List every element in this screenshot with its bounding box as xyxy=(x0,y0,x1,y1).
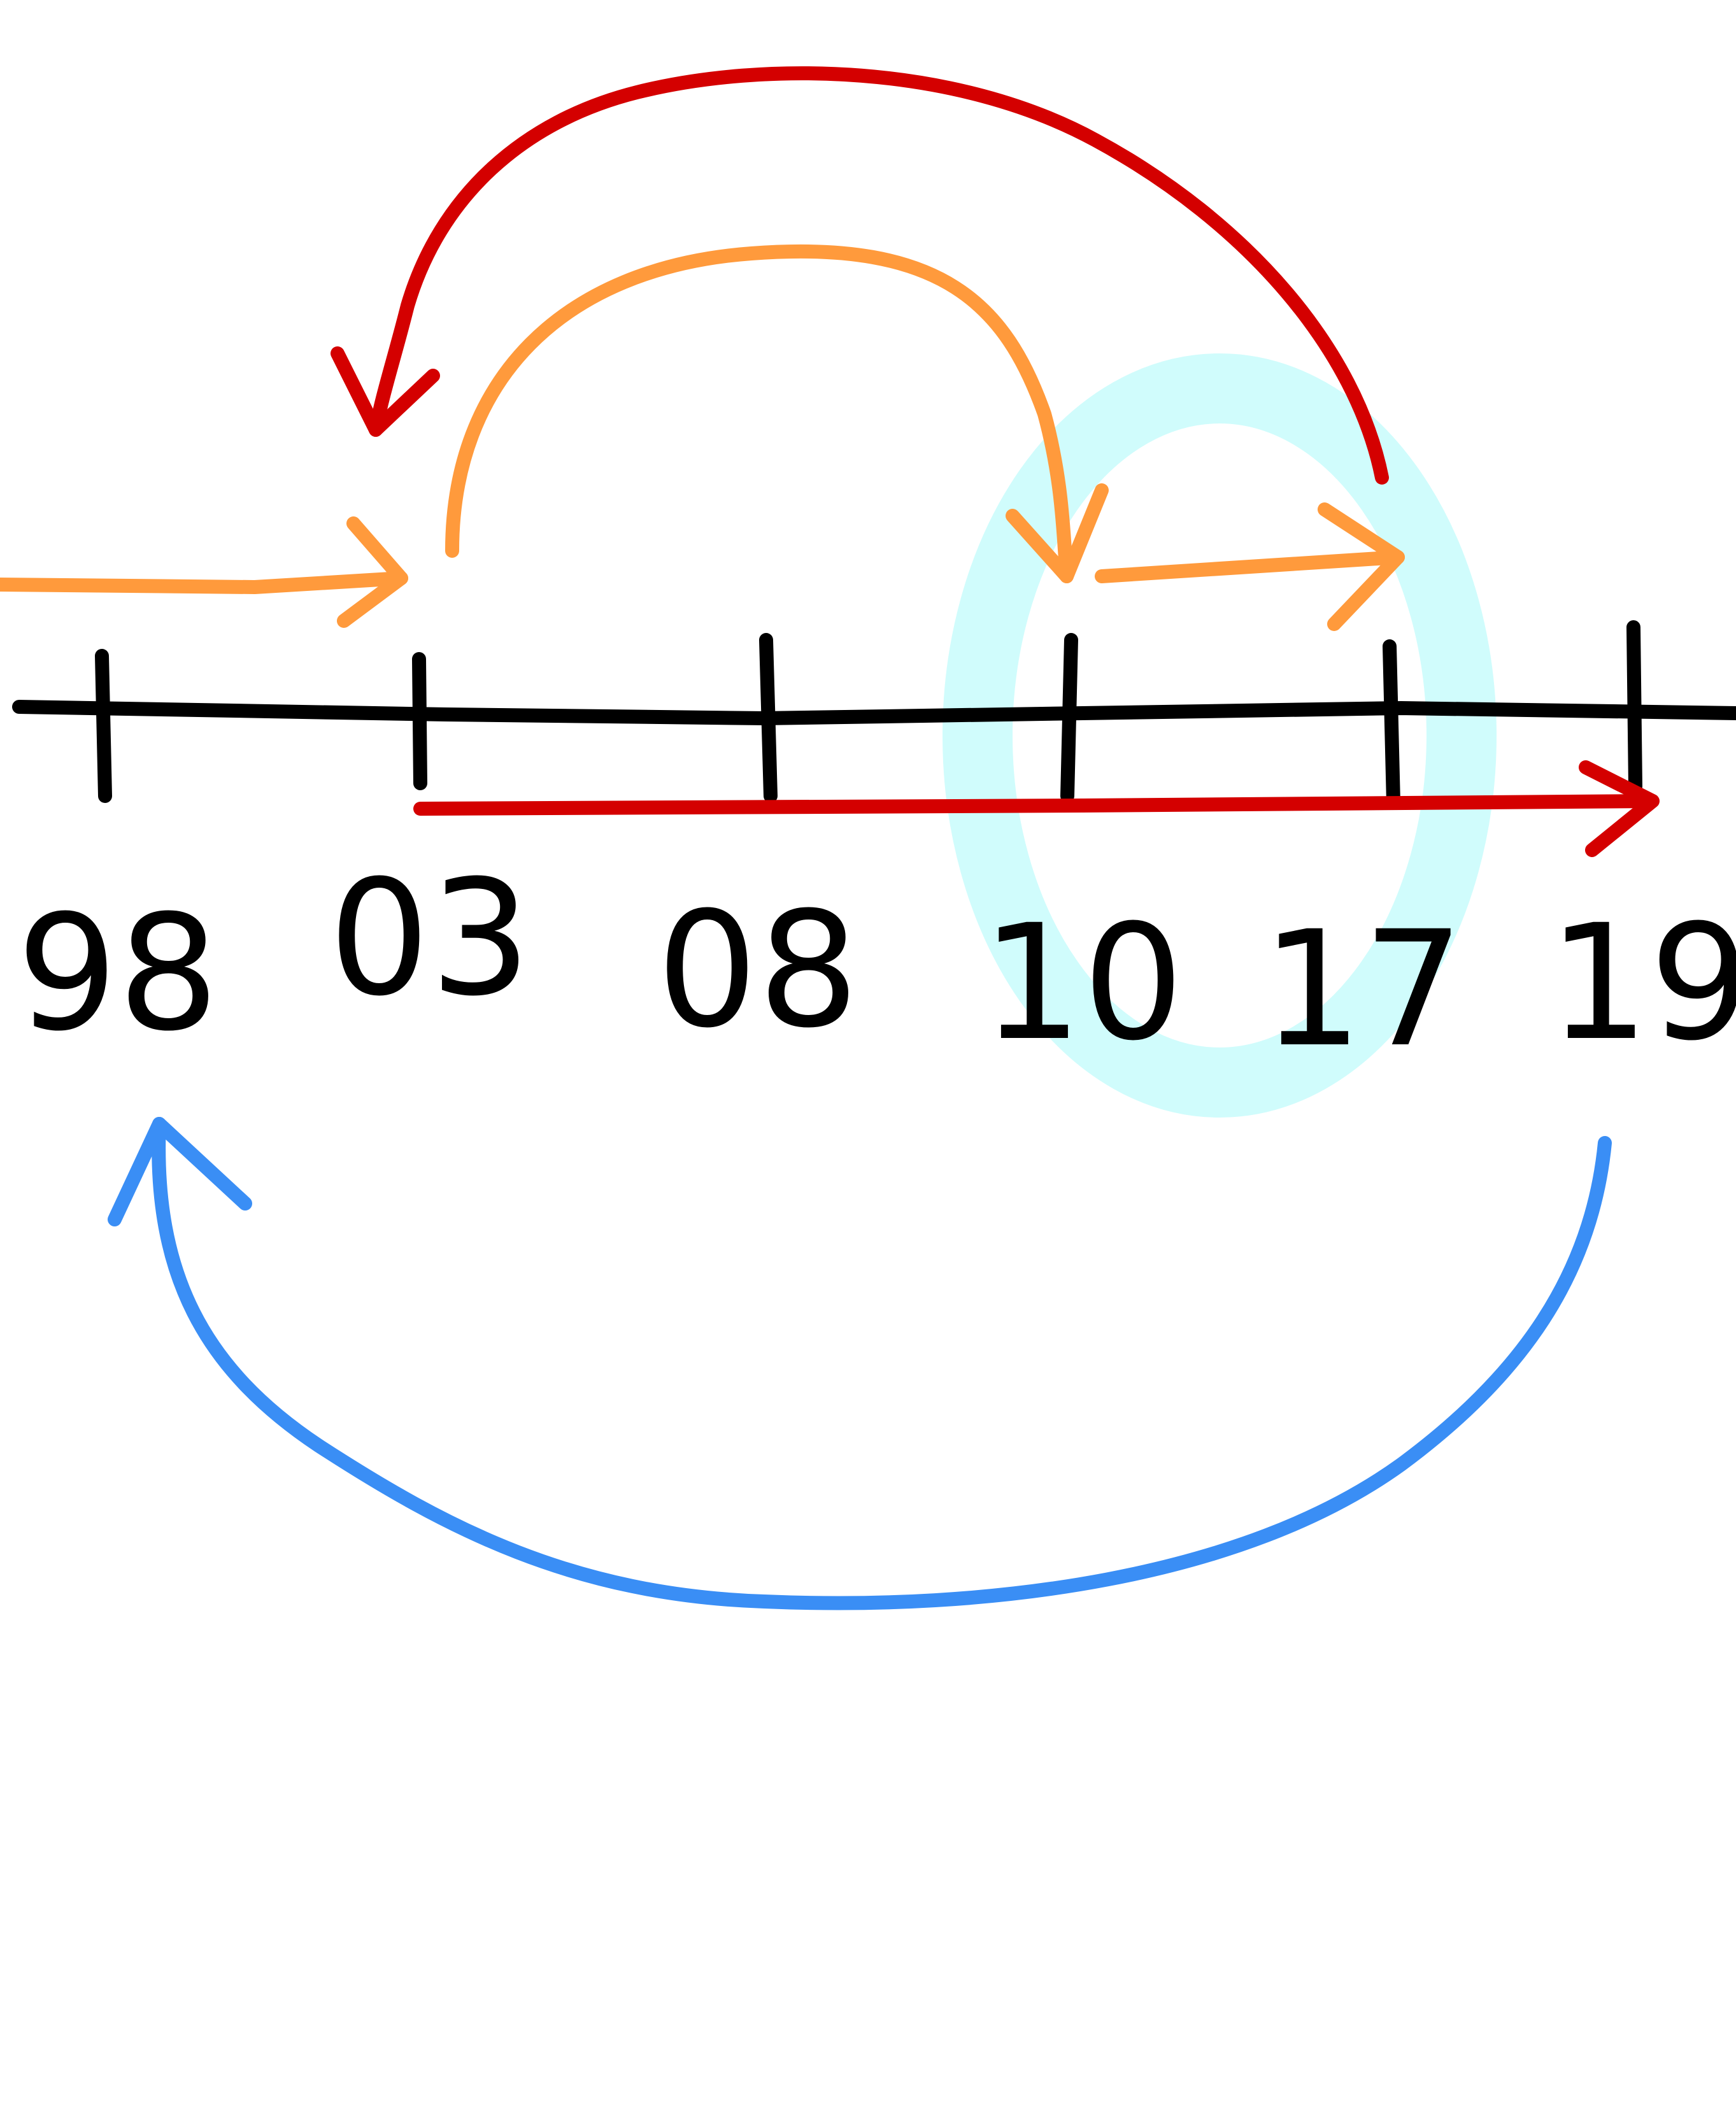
tick-17 xyxy=(1383,639,1400,809)
red-arc-arrow xyxy=(331,66,1389,485)
orange-arc-arrow xyxy=(445,244,1109,583)
tick-19 xyxy=(1626,620,1642,793)
label-98: 98 xyxy=(17,881,219,1066)
blue-arc-arrow xyxy=(108,1117,1612,1610)
orange-short-arrow xyxy=(1095,502,1405,631)
axis-line xyxy=(12,700,1736,726)
label-10: 10 xyxy=(981,890,1184,1076)
tick-10 xyxy=(1060,633,1078,803)
axis-ticks xyxy=(95,620,1642,809)
label-17: 17 xyxy=(1262,897,1464,1082)
tick-98 xyxy=(95,649,112,803)
red-straight-arrow xyxy=(413,760,1660,857)
label-19: 19 xyxy=(1548,890,1736,1076)
highlight-circle xyxy=(943,353,1497,1118)
label-08: 08 xyxy=(657,877,859,1063)
orange-incoming-arrow xyxy=(0,516,408,628)
label-03: 03 xyxy=(329,846,531,1031)
tick-03 xyxy=(412,652,427,790)
tick-08 xyxy=(759,633,778,803)
